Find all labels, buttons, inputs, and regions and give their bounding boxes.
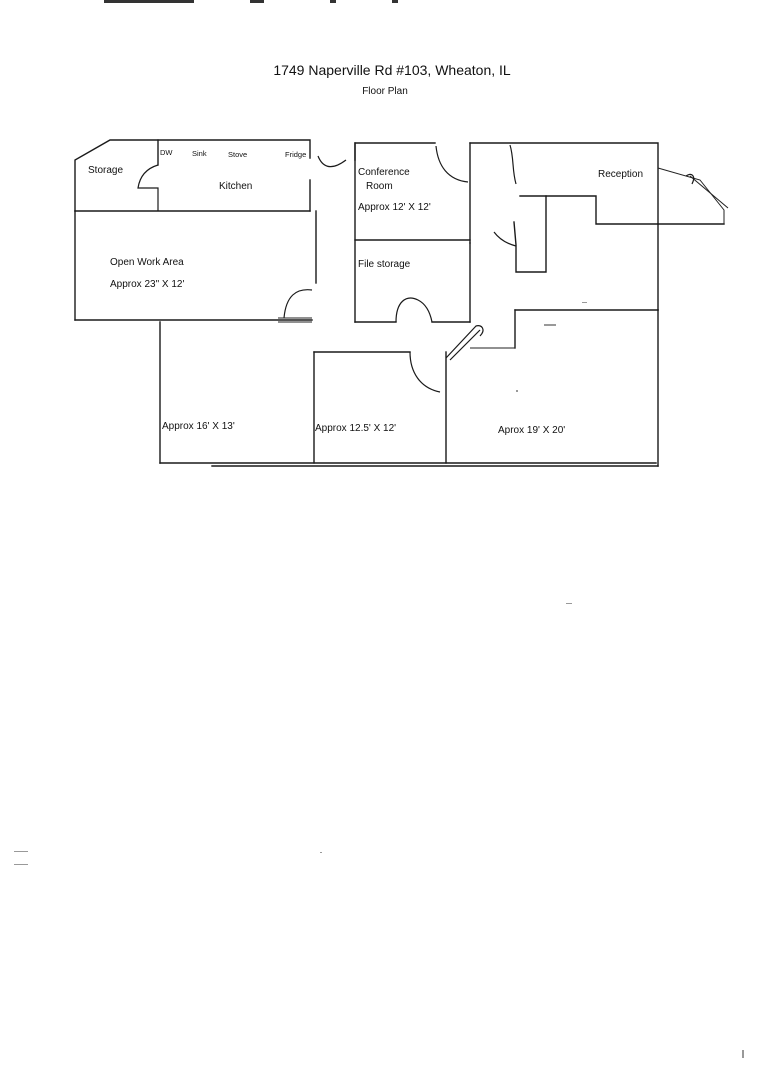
document-subtitle: Floor Plan — [362, 86, 408, 97]
label-office-3-size: Aprox 19' X 20' — [498, 425, 565, 436]
door-kitchen-entry — [317, 155, 347, 168]
wall-storage-kitchen — [74, 139, 311, 212]
wall-offices — [159, 309, 659, 467]
door-file-storage — [395, 297, 433, 323]
label-file-storage: File storage — [358, 259, 411, 270]
label-appliance-stove: Stove — [228, 150, 247, 159]
label-office-2-size: Approx 12.5' X 12' — [315, 423, 396, 434]
label-conference-line1: Conference — [358, 167, 410, 178]
door-reception-inner — [493, 231, 517, 247]
scan-artifact-top — [104, 0, 398, 3]
label-open-work-size: Approx 23" X 12' — [110, 279, 184, 290]
label-conference-line2: Room — [366, 181, 393, 192]
door-office-3 — [445, 325, 484, 359]
label-kitchen: Kitchen — [219, 181, 252, 192]
door-office-2 — [409, 351, 441, 393]
label-reception: Reception — [598, 169, 643, 180]
door-conference — [435, 145, 469, 183]
label-office-1-size: Approx 16' X 13' — [162, 421, 235, 432]
label-appliance-sink: Sink — [192, 149, 207, 158]
wall-conference-file — [354, 142, 471, 323]
scan-specks — [14, 302, 744, 1058]
door-reception-top — [509, 144, 517, 185]
label-conference-size: Approx 12' X 12' — [358, 202, 431, 213]
label-storage: Storage — [88, 165, 123, 176]
label-appliance-fridge: Fridge — [285, 150, 306, 159]
door-reception-exterior — [685, 173, 695, 185]
wall-open-work-area — [74, 210, 317, 323]
document-title: 1749 Naperville Rd #103, Wheaton, IL — [273, 62, 511, 78]
wall-reception — [469, 142, 729, 311]
door-office-3-frame — [449, 329, 481, 361]
label-appliance-dw: DW — [160, 148, 173, 157]
label-open-work-area: Open Work Area — [110, 257, 184, 268]
